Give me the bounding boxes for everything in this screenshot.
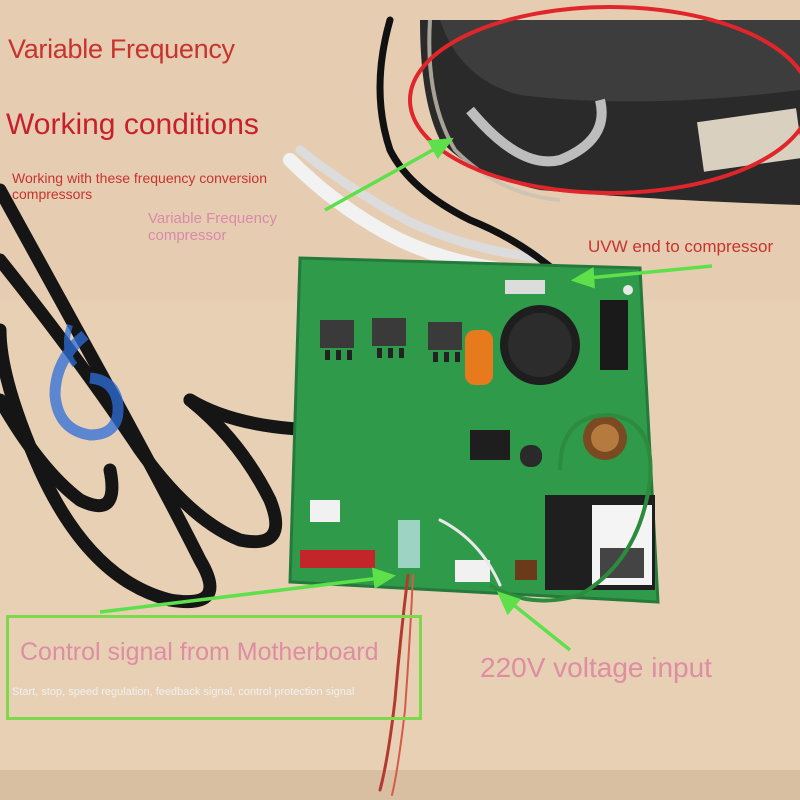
- watermark-logo-icon: [49, 324, 124, 441]
- circuit-board: [288, 256, 660, 604]
- ground-wire: [488, 412, 653, 603]
- wood-edge: [0, 770, 800, 800]
- voltage-input-label: 220V voltage input: [480, 652, 712, 683]
- variable-frequency-title: Variable Frequency: [8, 34, 235, 64]
- control-signal-box: [6, 615, 422, 720]
- compressor: [420, 19, 800, 205]
- control-signal-label: Control signal from Motherboard: [20, 638, 379, 666]
- control-signal-detail: Start, stop, speed regulation, feedback …: [12, 686, 355, 698]
- annotation-arrows: [99, 137, 713, 652]
- compressor-highlight-ellipse: [408, 5, 800, 195]
- signal-wires: [378, 518, 502, 796]
- working-with-caption: Working with these frequency conversion …: [12, 170, 267, 203]
- working-conditions-title: Working conditions: [6, 108, 259, 141]
- uvw-end-label: UVW end to compressor: [588, 237, 774, 256]
- vf-compressor-label: Variable Frequency compressor: [148, 210, 277, 245]
